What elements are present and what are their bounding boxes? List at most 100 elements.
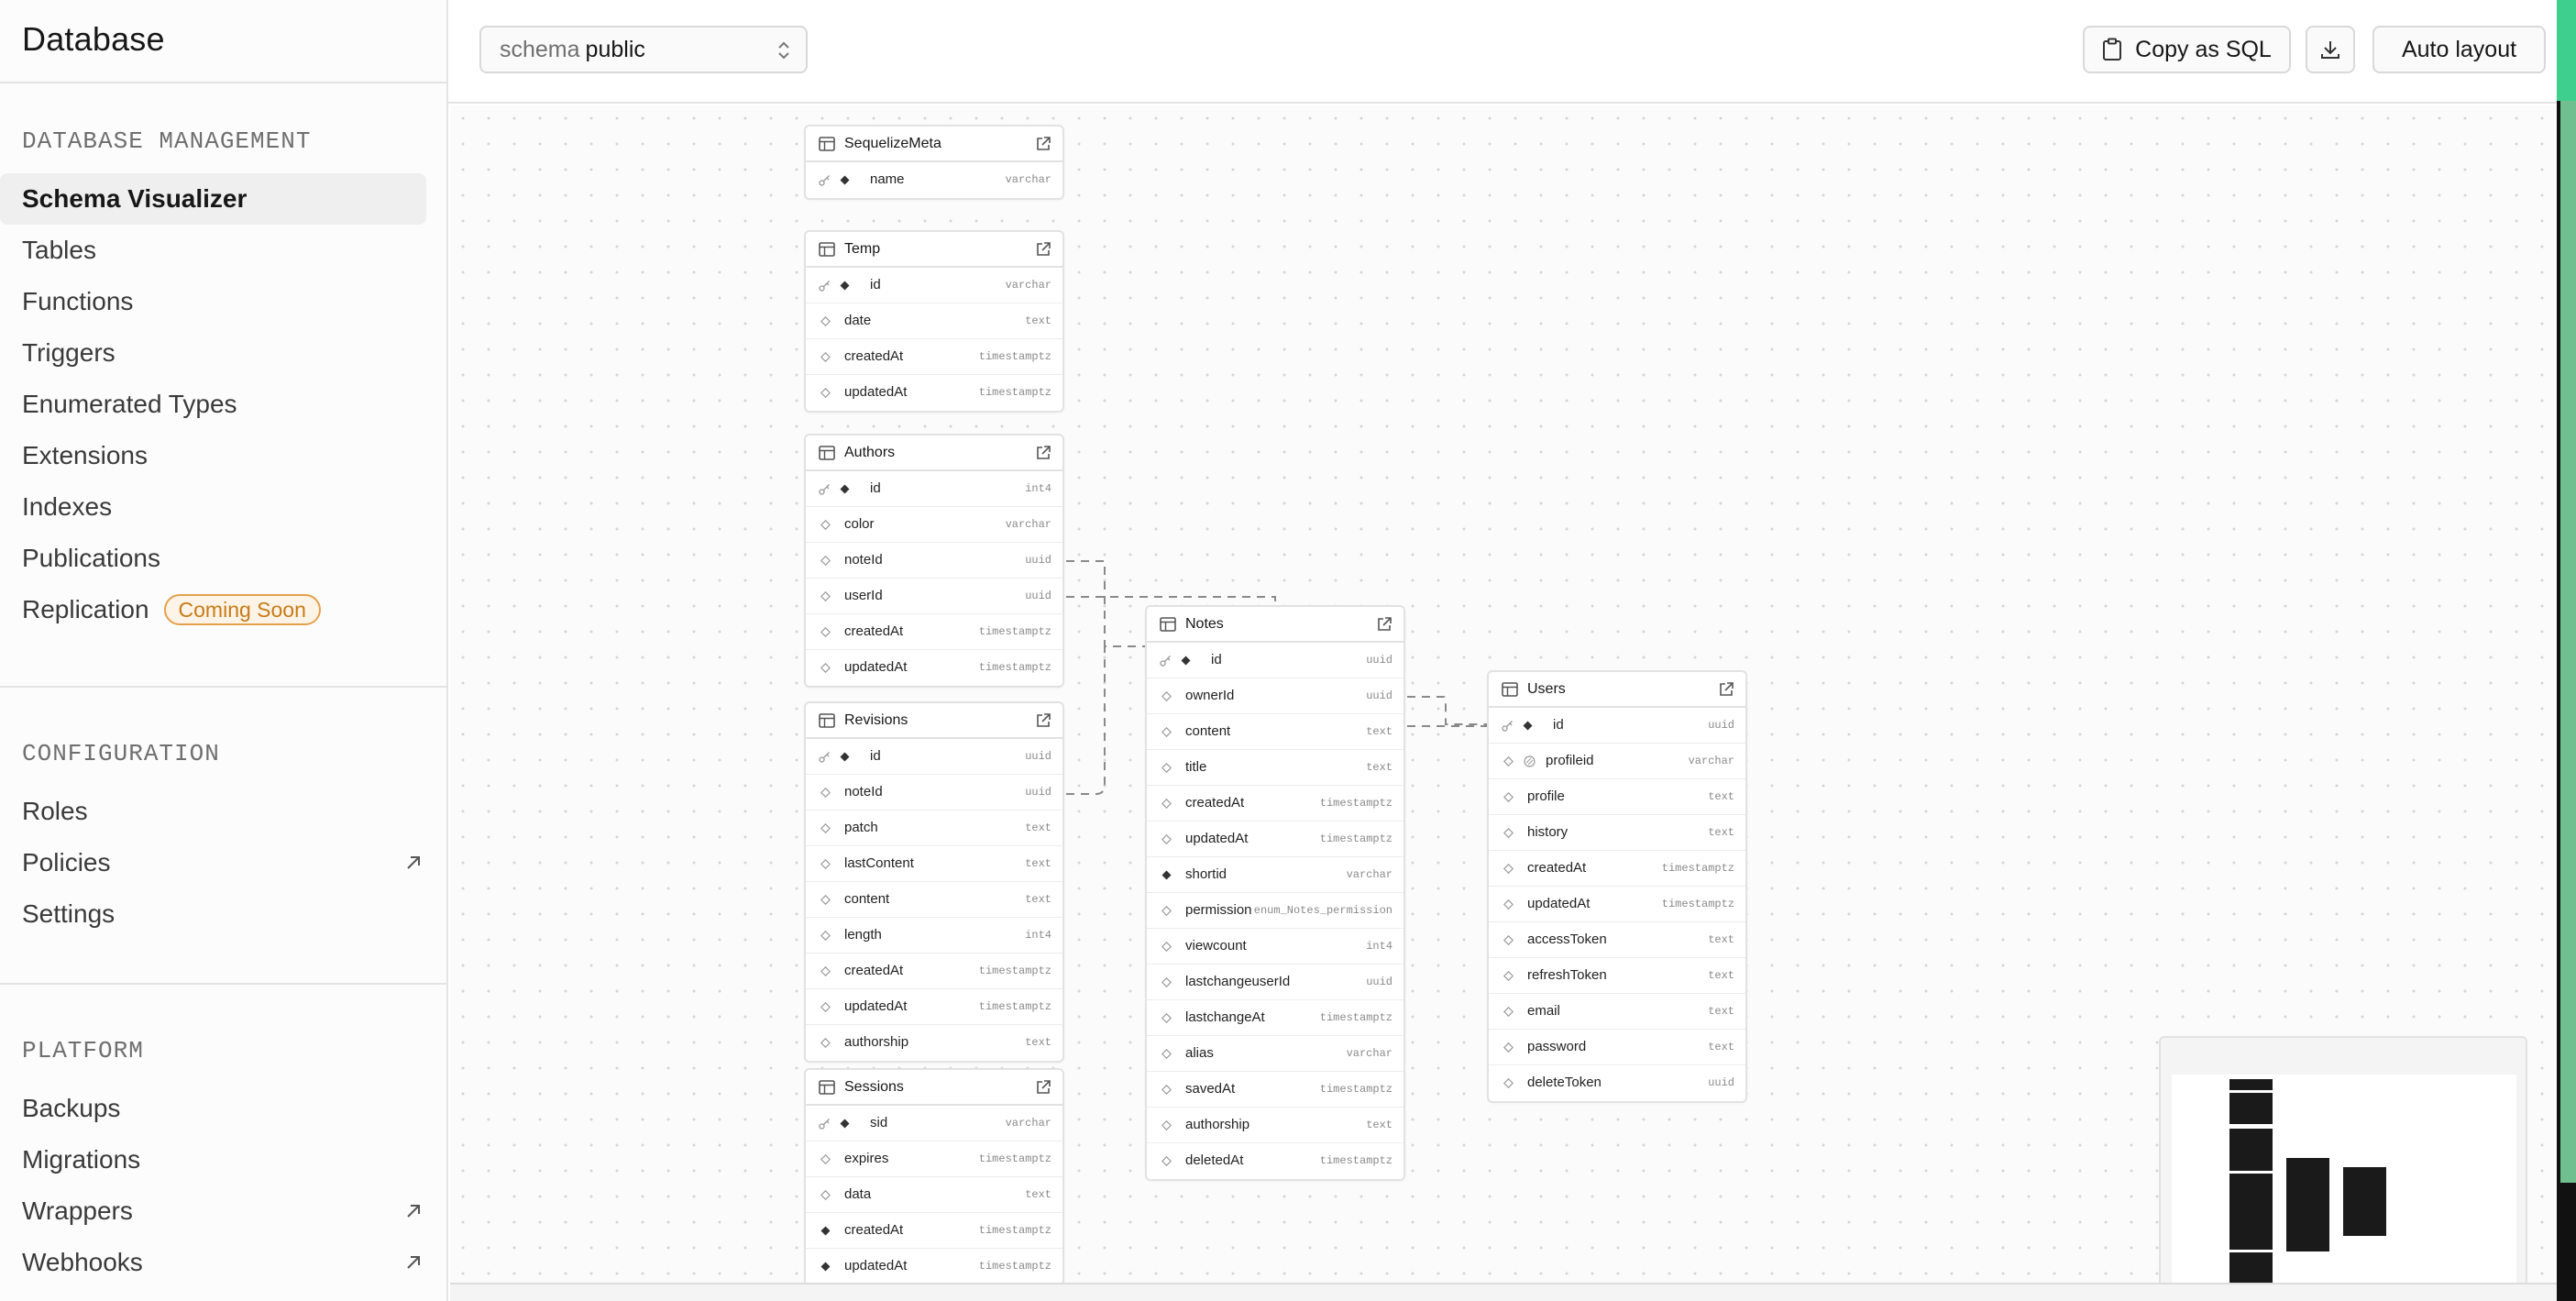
table-header[interactable]: Sessions	[806, 1070, 1062, 1106]
external-link-icon[interactable]	[1035, 712, 1051, 729]
copy-as-sql-button[interactable]: Copy as SQL	[2083, 26, 2291, 73]
download-button[interactable]	[2306, 26, 2355, 73]
sidebar-item-webhooks[interactable]: Webhooks	[22, 1237, 424, 1288]
sidebar-item-policies[interactable]: Policies	[22, 837, 424, 888]
column-name: userId	[844, 588, 883, 603]
table-header[interactable]: Temp	[806, 232, 1062, 268]
external-link-icon[interactable]	[1035, 445, 1051, 461]
sidebar-item-migrations[interactable]: Migrations	[22, 1134, 424, 1185]
table-header[interactable]: Notes	[1147, 607, 1404, 643]
not-null-diamond-icon	[820, 1262, 831, 1272]
minimap[interactable]	[2159, 1036, 2527, 1284]
external-link-icon[interactable]	[1035, 1079, 1051, 1096]
auto-layout-button[interactable]: Auto layout	[2372, 26, 2546, 73]
sidebar-item-settings[interactable]: Settings	[22, 888, 424, 940]
table-icon	[819, 713, 835, 728]
sidebar-item-functions[interactable]: Functions	[22, 276, 424, 327]
sidebar-item-roles[interactable]: Roles	[22, 786, 424, 837]
external-link-icon[interactable]	[1376, 616, 1393, 633]
external-link-icon[interactable]	[1718, 681, 1734, 698]
sidebar-item-backups[interactable]: Backups	[22, 1083, 424, 1134]
sidebar-item-triggers[interactable]: Triggers	[22, 327, 424, 379]
sidebar-item-wrappers[interactable]: Wrappers	[22, 1185, 424, 1237]
sidebar-item-indexes[interactable]: Indexes	[22, 481, 424, 533]
edge-authors-noteid-notes	[1066, 560, 1147, 647]
sidebar-item-publications[interactable]: Publications	[22, 533, 424, 584]
sidebar-item-replication[interactable]: Replication Coming Soon	[22, 584, 424, 635]
sidebar-item-tables[interactable]: Tables	[22, 225, 424, 276]
column-type: text	[1025, 1188, 1051, 1201]
sidebar-item-enumerated-types[interactable]: Enumerated Types	[22, 379, 424, 430]
table-header[interactable]: SequelizeMeta	[806, 127, 1062, 162]
table-header[interactable]: Revisions	[806, 703, 1062, 739]
table-header[interactable]: Users	[1489, 672, 1745, 708]
sidebar-item-extensions[interactable]: Extensions	[22, 430, 424, 481]
key-icon	[819, 175, 830, 186]
external-link-icon[interactable]	[1035, 241, 1051, 258]
external-link-icon[interactable]	[1035, 136, 1051, 152]
sidebar-item-schema-visualizer[interactable]: Schema Visualizer	[0, 173, 426, 225]
table-header[interactable]: Authors	[806, 436, 1062, 471]
